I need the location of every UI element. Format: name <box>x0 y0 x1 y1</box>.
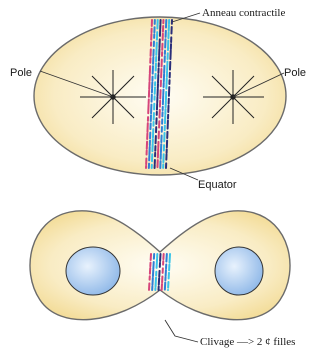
label-pole-left: Pole <box>10 67 32 79</box>
right-nucleus <box>215 247 263 295</box>
top-cell <box>34 17 286 175</box>
label-contractile-ring: Anneau contractile <box>202 7 285 19</box>
label-equator: Equator <box>198 179 237 191</box>
label-cleavage: Clivage —> 2 ¢ filles <box>200 336 295 348</box>
left-nucleus <box>66 247 120 295</box>
bottom-cell <box>30 211 290 320</box>
leader-clivage <box>165 320 198 342</box>
label-pole-right: Pole <box>284 67 306 79</box>
